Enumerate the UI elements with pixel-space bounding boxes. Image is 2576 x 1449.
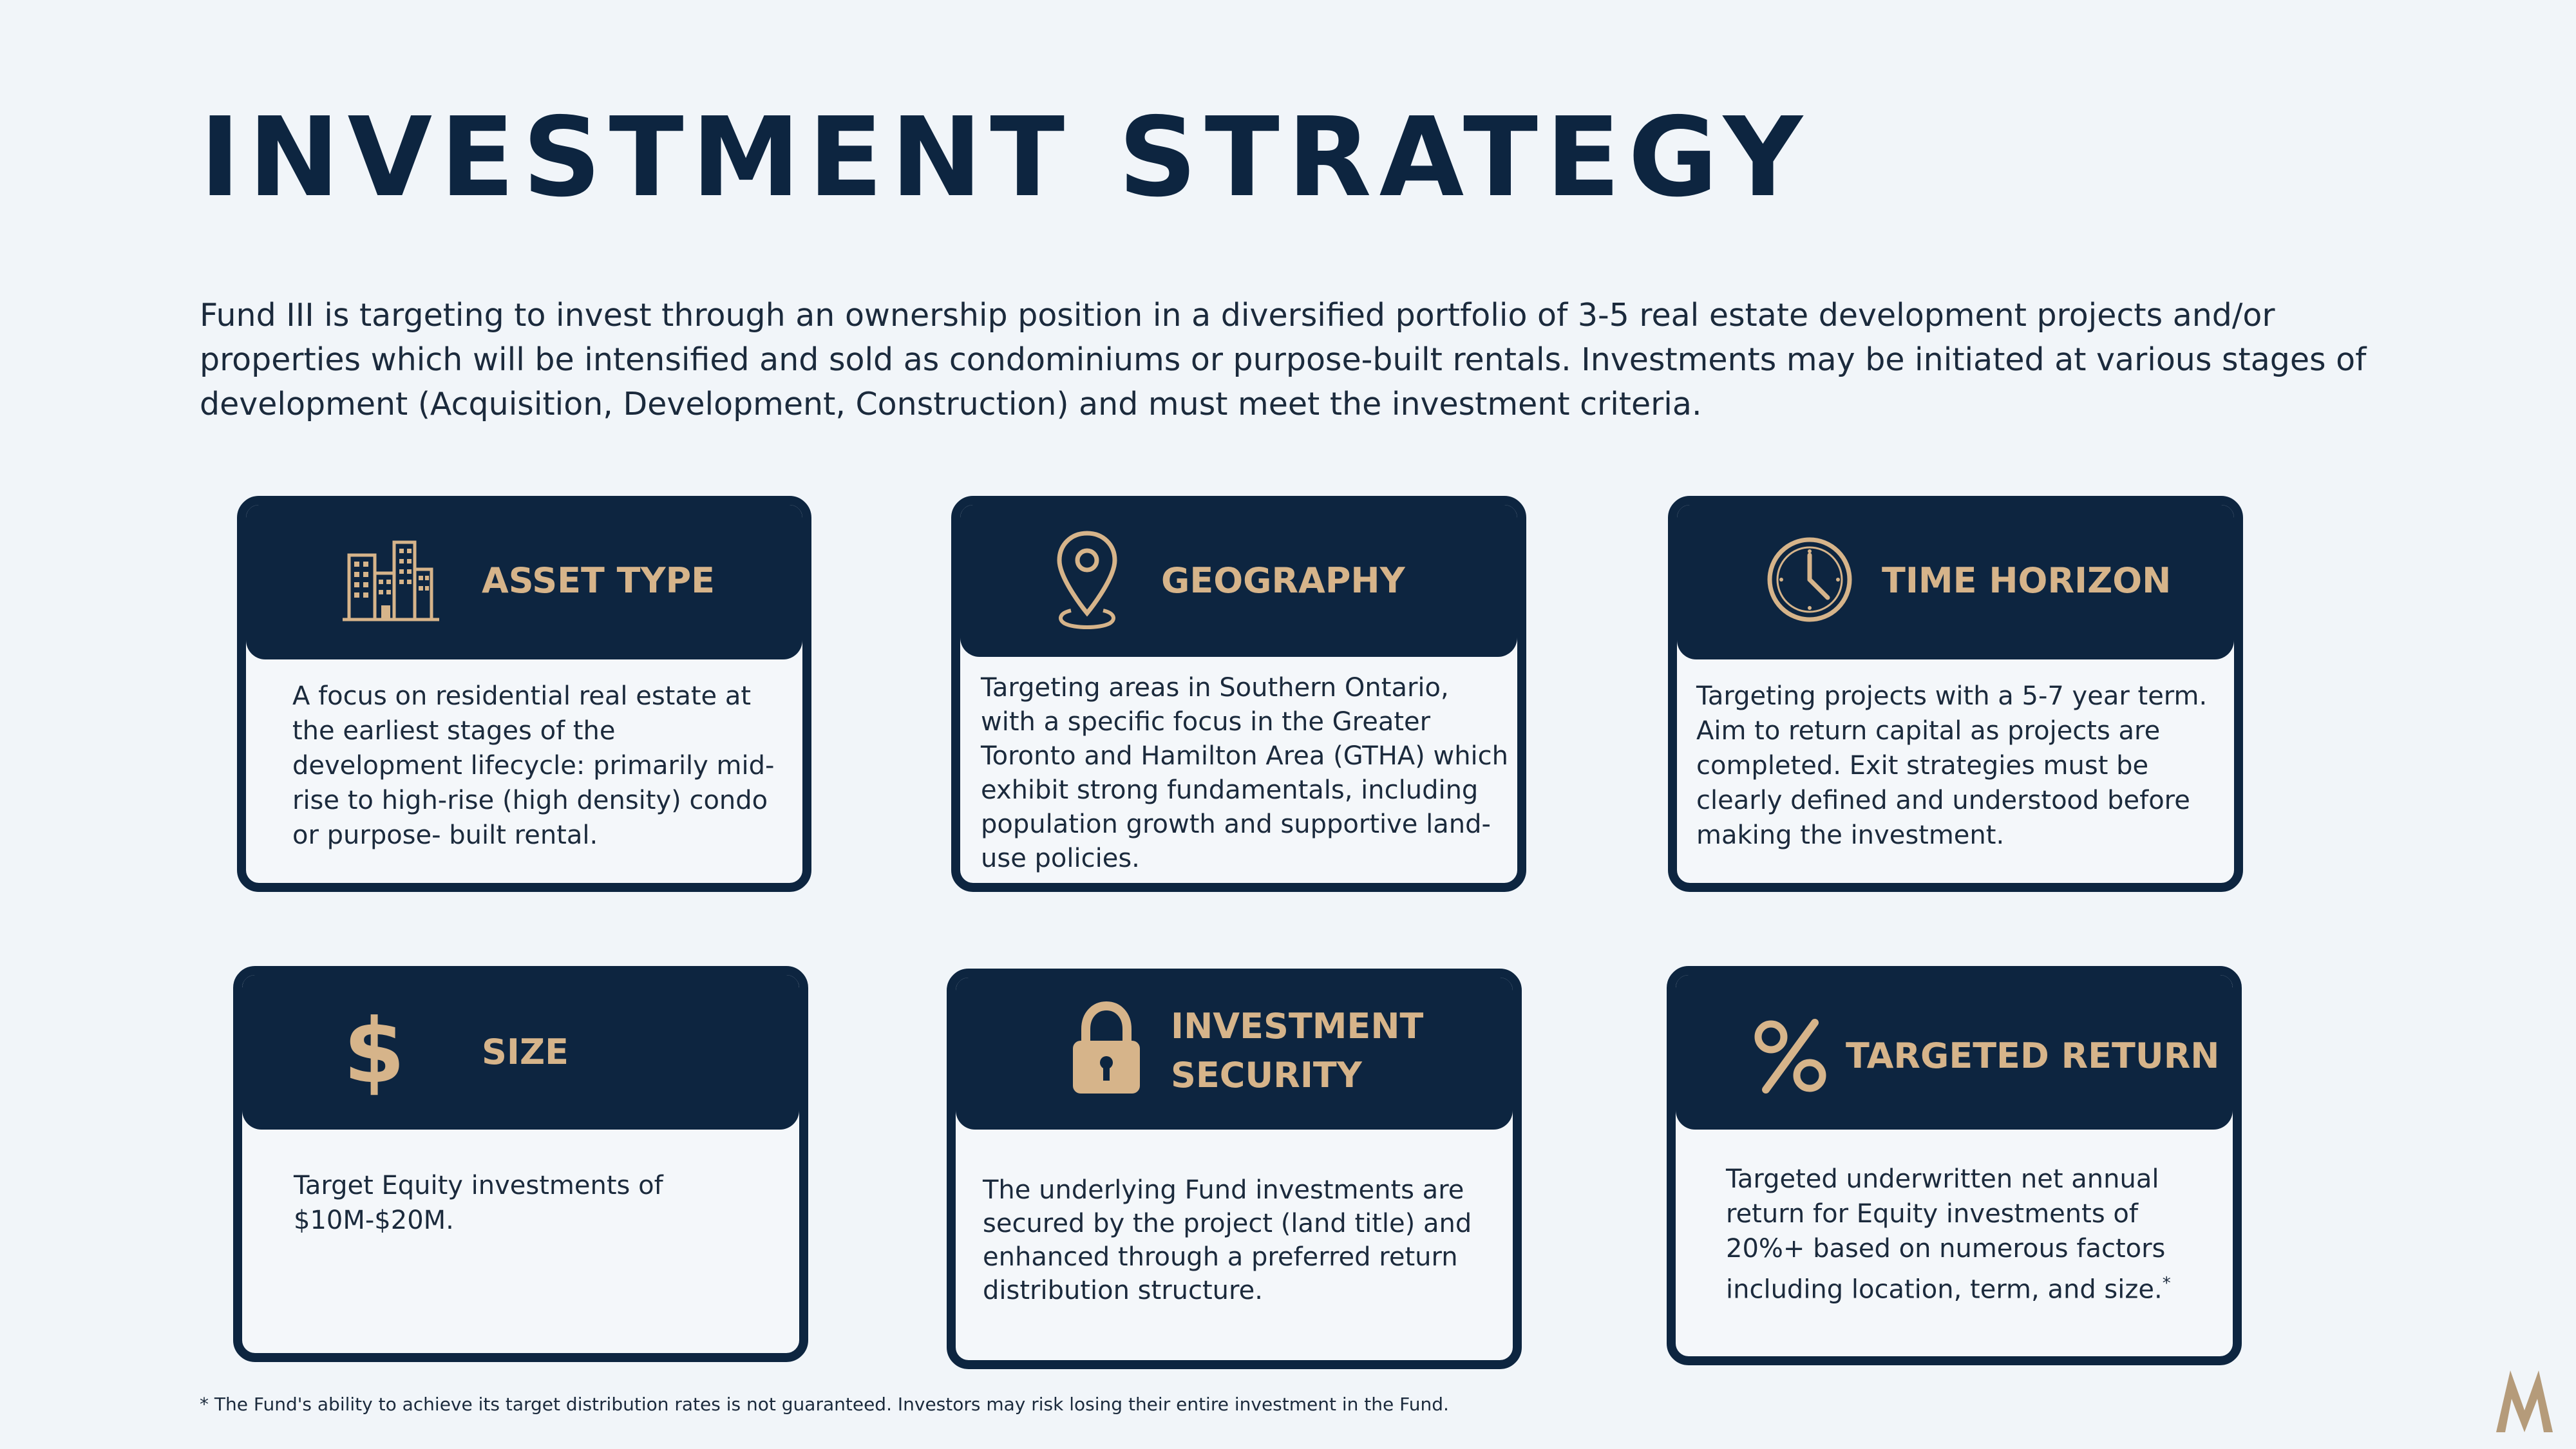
card-title-line-1: INVESTMENT [1171, 1006, 1424, 1046]
svg-text:$: $ [345, 1006, 403, 1096]
card-asset-type: ASSET TYPE A focus on residential real e… [237, 496, 811, 892]
card-header: TARGETED RETURN [1676, 975, 2233, 1130]
card-header: INVESTMENT SECURITY [956, 978, 1513, 1130]
card-header: ASSET TYPE [246, 505, 802, 659]
card-geography: GEOGRAPHY Targeting areas in Southern On… [951, 496, 1526, 892]
card-size: $ SIZE Target Equity investments of $10M… [233, 966, 808, 1362]
card-header: TIME HORIZON [1677, 505, 2234, 659]
padlock-icon [1068, 1001, 1145, 1097]
clock-icon [1765, 535, 1855, 625]
card-body-text: Targeted underwritten net annual return … [1726, 1162, 2215, 1307]
intro-paragraph: Fund III is targeting to invest through … [200, 297, 2367, 422]
footnote: * The Fund's ability to achieve its targ… [200, 1394, 1449, 1415]
card-time-horizon: TIME HORIZON Targeting projects with a 5… [1668, 496, 2243, 892]
card-header: GEOGRAPHY [960, 505, 1517, 657]
page-title: INVESTMENT STRATEGY [200, 94, 1811, 222]
card-body-text: A focus on residential real estate at th… [292, 681, 775, 850]
card-header: $ SIZE [242, 975, 799, 1130]
map-pin-icon [1052, 528, 1122, 631]
card-body-text-content: Targeted underwritten net annual return … [1726, 1164, 2166, 1305]
card-title: TARGETED RETURN [1846, 1036, 2220, 1076]
percent-icon [1752, 1018, 1829, 1095]
card-title: SIZE [482, 1032, 569, 1072]
dollar-sign-icon: $ [345, 1006, 403, 1096]
buildings-icon [343, 536, 439, 626]
m-monogram-logo-icon [2492, 1365, 2557, 1439]
card-title: ASSET TYPE [482, 560, 715, 601]
card-investment-security: INVESTMENT SECURITY The underlying Fund … [947, 969, 1522, 1369]
card-title: GEOGRAPHY [1161, 560, 1405, 601]
footnote-marker: * [2162, 1274, 2171, 1293]
card-body-text: The underlying Fund investments are secu… [983, 1175, 1472, 1305]
card-title: TIME HORIZON [1882, 560, 2172, 601]
card-title-line-2: SECURITY [1171, 1055, 1362, 1095]
card-targeted-return: TARGETED RETURN Targeted underwritten ne… [1667, 966, 2242, 1365]
card-body-text: Targeting areas in Southern Ontario, wit… [981, 673, 1509, 873]
card-body-text: Target Equity investments of $10M-$20M. [294, 1171, 663, 1235]
card-body-text: Targeting projects with a 5-7 year term.… [1696, 681, 2208, 850]
